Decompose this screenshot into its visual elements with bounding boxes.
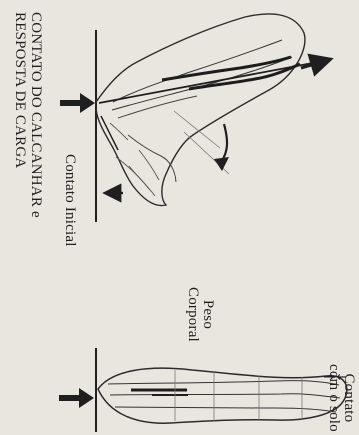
initial-contact-label: Contato Inicial <box>62 154 77 247</box>
ground-contact-arrow <box>59 388 94 408</box>
rotation-arrow <box>214 124 229 171</box>
diagram-title: CONTATO DO CALCANHAR e RESPOSTA DE CARGA <box>12 12 44 218</box>
foot-skeleton-bottom <box>98 368 347 423</box>
body-weight-label: Peso Corporal <box>185 287 215 342</box>
ground-contact-line-2: com o solo <box>326 364 341 432</box>
body-weight-line-1: Peso <box>200 287 215 342</box>
heel-contact-arrow <box>60 93 95 113</box>
title-line-2: RESPOSTA DE CARGA <box>12 12 28 218</box>
shear-arrow <box>101 116 123 193</box>
ground-contact-label: Contato com o solo <box>326 364 356 432</box>
ground-contact-line-1: Contato <box>341 364 356 432</box>
load-line <box>99 60 328 103</box>
body-weight-line-2: Corporal <box>185 287 200 342</box>
title-line-1: CONTATO DO CALCANHAR e <box>28 12 44 218</box>
foot-skeleton-top <box>96 14 305 206</box>
